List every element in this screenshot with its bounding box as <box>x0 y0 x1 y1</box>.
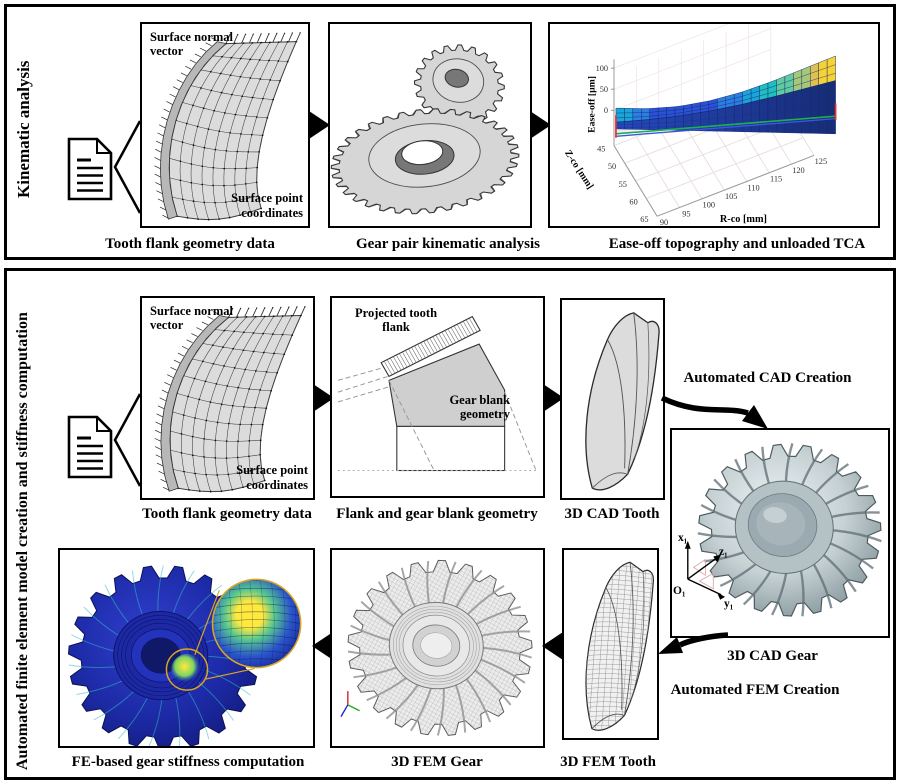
axis-z-label: z₁ <box>719 546 728 558</box>
caption-cad-tooth: 3D CAD Tooth <box>564 506 660 522</box>
caption-fem-tooth: 3D FEM Tooth <box>560 754 656 770</box>
gear-blank-geometry-graphic <box>337 315 537 472</box>
flow-arrow-left-icon <box>312 632 333 660</box>
svg-text:R-co [mm]: R-co [mm] <box>720 214 767 225</box>
fem-gear-mesh-graphic <box>340 559 533 736</box>
callout-notch <box>113 393 142 487</box>
svg-text:110: 110 <box>748 183 760 192</box>
svg-text:100: 100 <box>703 201 716 210</box>
callout-notch <box>113 120 142 214</box>
svg-text:Z-co [mm]: Z-co [mm] <box>562 148 595 191</box>
surface-points-label: Surface point coordinates <box>231 191 303 220</box>
svg-text:90: 90 <box>660 218 668 226</box>
svg-text:120: 120 <box>792 166 805 175</box>
svg-text:95: 95 <box>682 209 690 218</box>
cad-tooth-panel <box>560 298 665 500</box>
svg-text:100: 100 <box>596 64 609 73</box>
cad-gear-graphic <box>684 443 882 617</box>
gear-pair-panel <box>328 22 532 228</box>
caption-ease-off: Ease-off topography and unloaded TCA <box>608 236 866 252</box>
automated-fem-creation-label: Automated FEM Creation <box>670 682 840 698</box>
curved-arrow-cad-icon <box>660 395 768 429</box>
projected-flank-label: Projected tooth flank <box>354 306 438 335</box>
fe-gear-stress-graphic <box>67 565 302 746</box>
axis-x-label: x₁ <box>678 532 688 544</box>
fe-stiffness-panel <box>58 548 315 748</box>
tooth-flank-graphic <box>154 306 306 493</box>
svg-text:125: 125 <box>815 157 828 166</box>
fem-gear-panel <box>330 548 545 748</box>
surface-points-label: Surface point coordinates <box>236 463 308 492</box>
tooth-flank-panel: Surface normal vector Surface point coor… <box>140 22 310 228</box>
flow-arrow-right-icon <box>543 384 564 412</box>
fem-section-label: Automated finite element model creation … <box>14 312 31 770</box>
curved-arrow-fem-icon <box>658 632 729 654</box>
flow-arrow-right-icon <box>313 384 334 412</box>
axis-y-label: y₁ <box>724 598 734 610</box>
svg-text:55: 55 <box>619 180 627 189</box>
document-icon <box>67 415 113 479</box>
flow-arrow-right-icon <box>530 111 551 139</box>
svg-text:105: 105 <box>725 192 738 201</box>
fem-tooth-panel <box>562 548 659 740</box>
svg-text:Ease-off [μm]: Ease-off [μm] <box>586 76 597 133</box>
caption-flank-blank: Flank and gear blank geometry <box>336 506 538 522</box>
svg-text:45: 45 <box>597 144 605 153</box>
tooth-flank-graphic <box>154 32 301 221</box>
automated-cad-creation-label: Automated CAD Creation <box>683 370 852 386</box>
caption-tooth-flank-data: Tooth flank geometry data <box>105 236 275 252</box>
tooth-flank-panel: Surface normal vector Surface point coor… <box>140 296 315 500</box>
caption-tooth-flank-data: Tooth flank geometry data <box>142 506 312 522</box>
svg-text:50: 50 <box>608 162 616 171</box>
kinematic-section-label: Kinematic analysis <box>14 60 33 198</box>
cad-gear-panel: x₁ z₁ y₁ O₁ <box>670 428 890 638</box>
cad-tooth-graphic <box>585 312 660 491</box>
fem-tooth-mesh-graphic <box>585 561 654 731</box>
axis-origin-label: O₁ <box>673 585 686 597</box>
svg-text:50: 50 <box>600 85 608 94</box>
svg-text:0: 0 <box>604 106 608 115</box>
flank-blank-panel: Projected tooth flank Gear blank geometr… <box>330 296 545 498</box>
surface-normal-label: Surface normal vector <box>150 304 233 333</box>
gear-blank-label: Gear blank geometry <box>449 393 510 422</box>
document-icon <box>67 137 113 201</box>
svg-text:65: 65 <box>640 215 648 224</box>
caption-fe-stiffness: FE-based gear stiffness computation <box>71 754 305 770</box>
caption-fem-gear: 3D FEM Gear <box>391 754 483 770</box>
svg-text:60: 60 <box>629 197 637 206</box>
flow-arrow-right-icon <box>309 111 330 139</box>
caption-cad-gear: 3D CAD Gear <box>727 648 818 664</box>
bevel-gear-pair-graphic <box>330 44 520 215</box>
caption-gear-pair: Gear pair kinematic analysis <box>355 236 541 252</box>
surface-normal-label: Surface normal vector <box>150 30 233 59</box>
flow-arrow-left-icon <box>542 632 563 660</box>
svg-text:115: 115 <box>770 175 782 184</box>
